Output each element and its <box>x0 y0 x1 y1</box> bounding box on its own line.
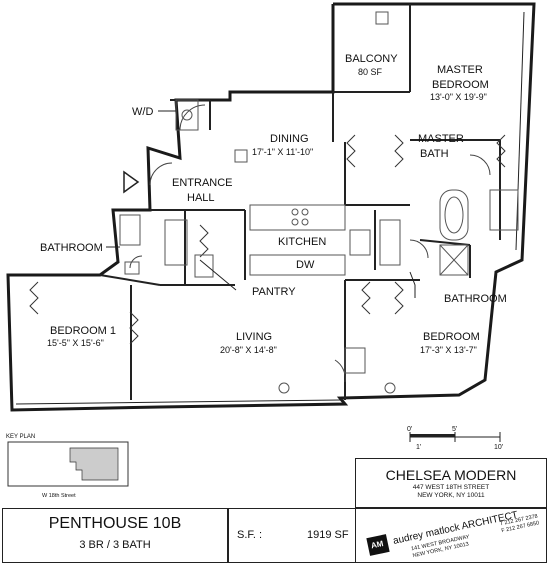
unit-type: 3 BR / 3 BATH <box>79 539 151 551</box>
wd-icon <box>181 109 193 121</box>
label-master-bedroom-2: BEDROOM <box>432 79 489 91</box>
label-pantry: PANTRY <box>252 286 296 298</box>
label-wd: W/D <box>132 106 153 118</box>
key-plan-title: KEY PLAN <box>6 434 35 440</box>
room-labels: BALCONY 80 SF MASTER BEDROOM 13'-0" X 19… <box>40 53 507 355</box>
scale-one: 1' <box>416 444 421 451</box>
fridge <box>194 254 214 278</box>
scale-five: 5' <box>452 426 457 433</box>
label-living: LIVING <box>236 331 272 343</box>
vanity-left <box>119 214 141 246</box>
vanity-master <box>489 189 519 231</box>
label-dw: DW <box>296 259 315 271</box>
door-swings <box>129 104 491 383</box>
column-2 <box>384 382 396 394</box>
building-address-1: 447 WEST 18TH STREET <box>412 484 490 491</box>
sf-label: S.F. : <box>237 529 263 541</box>
window-line <box>15 11 525 405</box>
title-block-unit: PENTHOUSE 10B 3 BR / 3 BATH <box>2 508 228 563</box>
column-1 <box>278 382 290 394</box>
label-master-bedroom: MASTER <box>437 64 483 76</box>
bathtub-left <box>164 219 188 266</box>
balcony-planter <box>375 11 389 25</box>
title-block-building: CHELSEA MODERN 447 WEST 18TH STREET NEW … <box>355 458 547 508</box>
label-balcony-area: 80 SF <box>358 67 383 77</box>
architect-text-group: audrey matlock ARCHITECT 141 WEST BROADW… <box>386 509 546 560</box>
dining-marker <box>234 149 248 163</box>
bath-right-tub <box>379 219 401 266</box>
kitchen-counter <box>249 254 346 276</box>
label-bedroom-dims: 17'-3" X 13'-7" <box>420 345 477 355</box>
sf-value: 1919 SF <box>307 529 349 541</box>
fixtures <box>119 11 519 394</box>
label-master-bath: MASTER <box>418 133 464 145</box>
label-entrance-2: HALL <box>187 192 215 204</box>
label-bathroom-right: BATHROOM <box>444 293 507 305</box>
unit-name: PENTHOUSE 10B <box>48 515 182 532</box>
kitchen-island <box>249 204 346 231</box>
label-balcony: BALCONY <box>345 53 398 65</box>
label-bedroom1-dims: 15'-5" X 15'-6" <box>47 338 104 348</box>
toilet-left <box>124 261 140 275</box>
label-dining-dims: 17'-1" X 11'-10" <box>252 147 313 157</box>
label-entrance: ENTRANCE <box>172 177 233 189</box>
title-block-architect: AM audrey matlock ARCHITECT 141 WEST BRO… <box>355 508 547 563</box>
label-master-bath-2: BATH <box>420 148 449 160</box>
label-living-dims: 20'-8" X 14'-8" <box>220 345 277 355</box>
title-block-area: S.F. : 1919 SF <box>228 508 356 563</box>
label-bathroom-left: BATHROOM <box>40 242 103 254</box>
key-plan: KEY PLAN W 18th Street <box>6 434 129 499</box>
building-address-2: NEW YORK, NY 10011 <box>417 492 485 499</box>
kitchen-sink <box>349 229 371 256</box>
entry-arrow-icon <box>123 170 140 194</box>
label-bedroom1: BEDROOM 1 <box>50 325 116 337</box>
label-kitchen: KITCHEN <box>278 236 326 248</box>
closet-doors <box>29 134 506 345</box>
bathtub-master <box>439 189 469 241</box>
scale-ten: 10' <box>494 444 503 451</box>
architect-logo: AM <box>366 534 390 556</box>
shower <box>439 244 469 276</box>
leader-lines <box>106 110 416 298</box>
scale-zero: 0' <box>407 426 412 433</box>
building-name: CHELSEA MODERN <box>385 467 517 483</box>
washer-dryer <box>175 99 199 131</box>
scale-bar: 0' 5' 1' 10' <box>407 426 503 451</box>
label-bedroom: BEDROOM <box>423 331 480 343</box>
bedroom-closet <box>344 347 366 374</box>
label-master-bedroom-dims: 13'-0" X 19'-9" <box>430 92 487 102</box>
key-plan-street: W 18th Street <box>42 493 76 499</box>
label-dining: DINING <box>270 133 309 145</box>
